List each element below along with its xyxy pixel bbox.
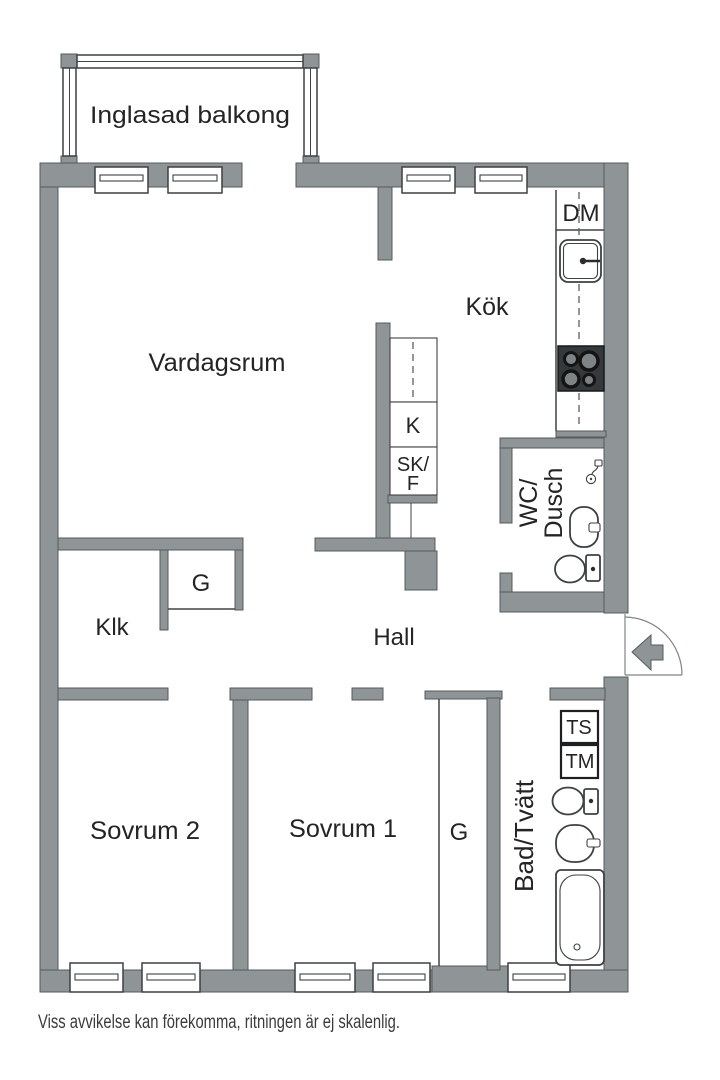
- wall-exterior-right-upper: [603, 162, 629, 614]
- wall-wardrobe-lintel: [424, 690, 503, 700]
- wardrobe-bedroom-label: G: [450, 819, 469, 846]
- wall-hall-bar: [314, 537, 436, 552]
- wardrobe-klk-label: G: [192, 570, 211, 597]
- balcony: Inglasad balkong: [60, 53, 320, 168]
- wc-fixtures: [554, 459, 603, 584]
- window-bath: [507, 962, 571, 993]
- pantry-fridge-label-line2: F: [407, 473, 419, 495]
- washing-machine-label: TM: [566, 751, 595, 773]
- living-room-label: Vardagsrum: [149, 349, 286, 377]
- wall-wc-top: [499, 437, 605, 449]
- window-living-1: [94, 166, 149, 194]
- disclaimer-text: Viss avvikelse kan förekomma, ritningen …: [38, 1012, 400, 1033]
- bath-toilet: [551, 786, 599, 816]
- cabinet-k-label: K: [406, 413, 421, 438]
- wall-klk-wardrobe-right: [234, 549, 244, 611]
- bath-sink: [555, 824, 601, 863]
- bedroom1-label: Sovrum 1: [289, 815, 397, 843]
- wc-sink: [569, 506, 601, 548]
- bath-laundry-label: Bad/Tvätt: [509, 779, 539, 892]
- wc-label-line1: WC/: [515, 479, 543, 528]
- partition-lines: [168, 190, 604, 966]
- wall-hall-bedrooms-a: [57, 687, 169, 701]
- balcony-post: [60, 53, 78, 69]
- balcony-label: Inglasad balkong: [90, 102, 290, 129]
- entry-door: [624, 614, 683, 676]
- wall-exterior-left: [39, 162, 59, 993]
- kitchen-label: Kök: [465, 293, 509, 321]
- washing-machine-box: [559, 743, 600, 780]
- wc-toilet: [554, 554, 601, 584]
- entry-arrow-icon: [631, 633, 664, 672]
- entry-door-swing-arc: [624, 616, 683, 676]
- balcony-post: [302, 53, 320, 69]
- wall-counter-cap: [555, 430, 607, 438]
- shower-icon: [585, 459, 603, 485]
- wall-living-hall: [375, 322, 391, 551]
- wall-bedroom-divider: [232, 699, 249, 971]
- bathtub: [555, 869, 605, 966]
- wall-wc-bottom: [499, 591, 605, 613]
- wall-hall-block: [404, 550, 438, 591]
- wall-hall-bath-e: [549, 687, 606, 701]
- bedroom2-label: Sovrum 2: [90, 817, 200, 845]
- wall-kitchen-living-stub: [377, 186, 393, 261]
- wall-cabinet-cap: [387, 494, 438, 504]
- drying-cabinet-box: [559, 709, 600, 745]
- windows: [69, 166, 571, 993]
- room-labels: Vardagsrum Kök Hall Klk Sovrum 2 Sovrum …: [90, 293, 568, 892]
- wc-label-line2: Dusch: [540, 468, 568, 539]
- wall-exterior-right-lower: [603, 676, 629, 993]
- window-living-2: [167, 166, 223, 194]
- wall-bath-left: [486, 697, 501, 971]
- stove: [557, 345, 605, 392]
- pantry-fridge-label-line1: SK/: [397, 454, 430, 476]
- wall-klk-wardrobe-left: [159, 549, 169, 631]
- cabinet-box-skf: [389, 446, 438, 496]
- kitchen-fixtures: [389, 192, 605, 496]
- wall-exterior-top-right: [295, 162, 629, 188]
- fixture-labels: DM K SK/ F G G TS TM: [192, 200, 600, 846]
- window-bedroom2-1: [69, 962, 124, 993]
- window-kitchen-1: [401, 166, 456, 194]
- wall-hall-bedrooms-b: [229, 687, 313, 701]
- window-bedroom1-1: [294, 962, 356, 993]
- cabinet-box-k: [389, 401, 438, 448]
- window-bedroom1-2: [372, 962, 431, 993]
- hall-label: Hall: [373, 624, 414, 651]
- klk-label: Klk: [95, 614, 129, 641]
- kitchen-sink: [559, 239, 602, 283]
- tall-cabinet-column: [389, 337, 438, 496]
- dishwasher-label: DM: [562, 200, 599, 227]
- window-kitchen-2: [474, 166, 528, 194]
- bath-fixtures: [551, 709, 605, 966]
- window-bedroom2-2: [141, 962, 201, 993]
- walls: [39, 162, 629, 993]
- wall-hall-bedrooms-c: [351, 687, 384, 701]
- wall-wc-left-upper: [499, 447, 513, 524]
- wall-klk-top: [57, 537, 244, 551]
- drying-cabinet-label: TS: [566, 717, 592, 739]
